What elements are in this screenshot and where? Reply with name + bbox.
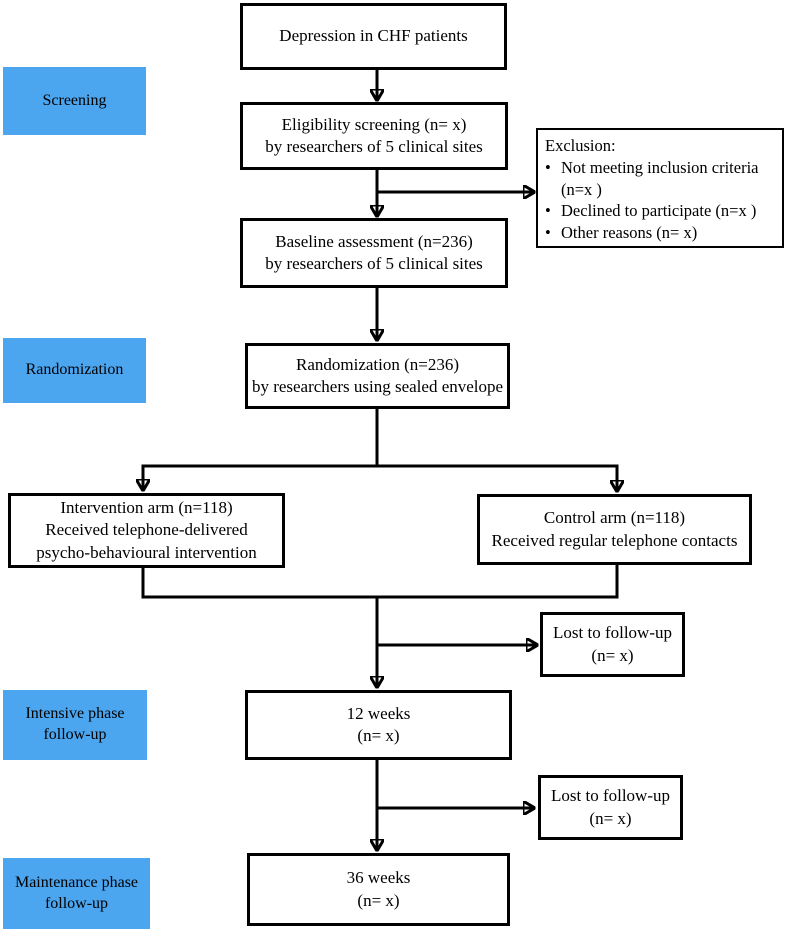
exclusion-item: • Other reasons (n= x) [545, 222, 778, 244]
box-36-weeks: 36 weeks (n= x) [247, 853, 510, 926]
box-eligibility-screening: Eligibility screening (n= x) by research… [240, 102, 508, 170]
box-lost-followup-2-text: Lost to follow-up (n= x) [551, 786, 670, 828]
box-eligibility-screening-text: Eligibility screening (n= x) by research… [265, 114, 483, 156]
stage-label-randomization: Randomization [3, 338, 146, 403]
exclusion-item: • Not meeting inclusion criteria (n=x ) [545, 157, 778, 201]
exclusion-item: • Declined to participate (n=x ) [545, 200, 778, 222]
box-intervention-arm: Intervention arm (n=118) Received teleph… [8, 493, 285, 568]
stage-label-intensive-phase-text: Intensive phase follow-up [25, 705, 125, 743]
exclusion-item-text: Declined to participate (n=x ) [561, 201, 757, 221]
box-exclusion: Exclusion: • Not meeting inclusion crite… [536, 128, 784, 248]
stage-label-randomization-text: Randomization [25, 361, 124, 379]
box-12-weeks-text: 12 weeks (n= x) [346, 703, 411, 745]
box-control-arm-text: Control arm (n=118) Received regular tel… [491, 508, 738, 550]
exclusion-list: • Not meeting inclusion criteria (n=x ) … [545, 157, 778, 244]
box-randomization-text: Randomization (n=236) by researchers usi… [251, 354, 504, 396]
stage-label-screening-text: Screening [42, 91, 107, 109]
bullet-glyph: • [545, 157, 551, 177]
box-intervention-arm-text: Intervention arm (n=118) Received teleph… [36, 497, 257, 562]
box-lost-followup-1-text: Lost to follow-up (n= x) [553, 623, 672, 665]
box-control-arm: Control arm (n=118) Received regular tel… [477, 494, 752, 565]
exclusion-title: Exclusion: [545, 136, 616, 155]
stage-label-screening: Screening [3, 67, 146, 135]
box-depression-chf: Depression in CHF patients [240, 3, 507, 70]
exclusion-item-text: Other reasons (n= x) [561, 223, 698, 243]
bullet-glyph: • [545, 201, 551, 221]
box-lost-followup-1: Lost to follow-up (n= x) [540, 612, 685, 677]
box-baseline-assessment-text: Baseline assessment (n=236) by researche… [265, 231, 483, 273]
stage-label-maintenance-phase: Maintenance phase follow-up [3, 858, 150, 929]
box-baseline-assessment: Baseline assessment (n=236) by researche… [240, 218, 508, 288]
box-depression-chf-text: Depression in CHF patients [279, 26, 468, 46]
box-lost-followup-2: Lost to follow-up (n= x) [538, 775, 683, 840]
box-12-weeks: 12 weeks (n= x) [245, 690, 512, 760]
bullet-glyph: • [545, 223, 551, 243]
box-randomization: Randomization (n=236) by researchers usi… [245, 343, 510, 409]
box-36-weeks-text: 36 weeks (n= x) [346, 868, 411, 910]
stage-label-intensive-phase: Intensive phase follow-up [3, 690, 147, 760]
stage-label-maintenance-phase-text: Maintenance phase follow-up [14, 873, 139, 912]
connector-lines [141, 407, 619, 599]
exclusion-item-text: Not meeting inclusion criteria (n=x ) [561, 157, 759, 199]
